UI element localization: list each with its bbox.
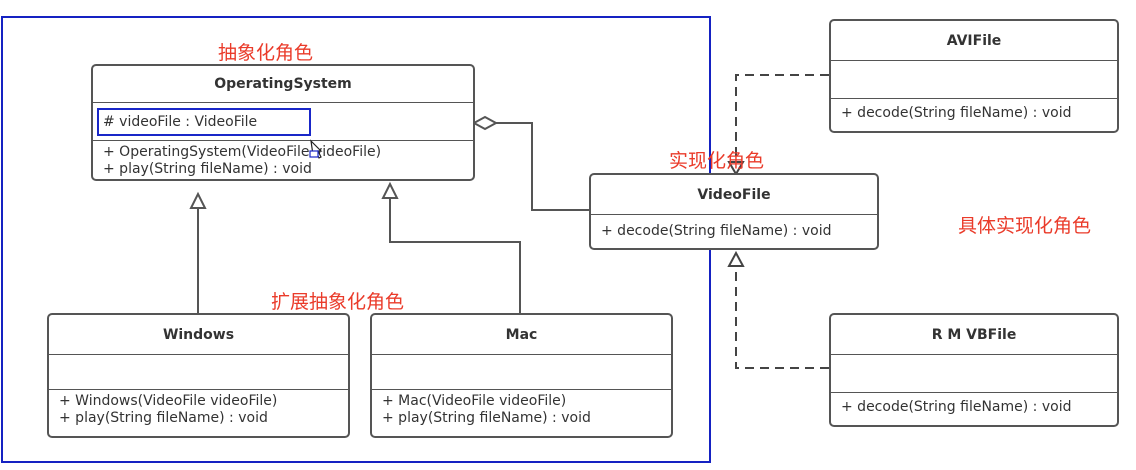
class-windows[interactable]: Windows + Windows(VideoFile videoFile) +…	[47, 313, 350, 438]
class-avi-file[interactable]: AVIFile + decode(String fileName) : void	[829, 19, 1119, 133]
class-name: AVIFile	[831, 21, 1117, 61]
class-name: Windows	[49, 315, 348, 355]
operation-play: + play(String fileName) : void	[103, 161, 312, 177]
operation-decode: + decode(String fileName) : void	[601, 223, 832, 239]
class-name: VideoFile	[591, 175, 877, 215]
attributes-compartment	[831, 61, 1117, 99]
operation-play: + play(String fileName) : void	[382, 410, 591, 426]
class-mac[interactable]: Mac + Mac(VideoFile videoFile) + play(St…	[370, 313, 673, 438]
operation-play: + play(String fileName) : void	[59, 410, 268, 426]
class-name: OperatingSystem	[93, 66, 473, 103]
operation-constructor: + Mac(VideoFile videoFile)	[382, 393, 567, 409]
operation-decode: + decode(String fileName) : void	[841, 399, 1072, 415]
attributes-compartment	[49, 355, 348, 390]
attributes-compartment	[831, 355, 1117, 393]
rmvbfile-realization-line	[727, 250, 829, 369]
class-name: Mac	[372, 315, 671, 355]
label-refined-abstraction-role: 扩展抽象化角色	[271, 291, 405, 313]
label-concrete-implementor-role: 具体实现化角色	[958, 215, 1092, 237]
operation-decode: + decode(String fileName) : void	[841, 105, 1072, 121]
pointer-cursor-icon	[309, 139, 323, 159]
attribute-video-file[interactable]: # videoFile : VideoFile	[103, 113, 258, 130]
class-rmvb-file[interactable]: R M VBFile + decode(String fileName) : v…	[829, 313, 1119, 427]
label-implementor-role: 实现化角色	[669, 150, 765, 172]
operation-constructor: + Windows(VideoFile videoFile)	[59, 393, 278, 409]
operation-constructor: + OperatingSystem(VideoFile videoFile)	[103, 144, 382, 160]
class-operating-system[interactable]: OperatingSystem # videoFile : VideoFile …	[91, 64, 475, 181]
attribute-selection-box	[97, 108, 311, 136]
attributes-compartment	[372, 355, 671, 390]
label-abstraction-role: 抽象化角色	[218, 42, 314, 64]
class-video-file[interactable]: VideoFile + decode(String fileName) : vo…	[589, 173, 879, 250]
class-name: R M VBFile	[831, 315, 1117, 355]
